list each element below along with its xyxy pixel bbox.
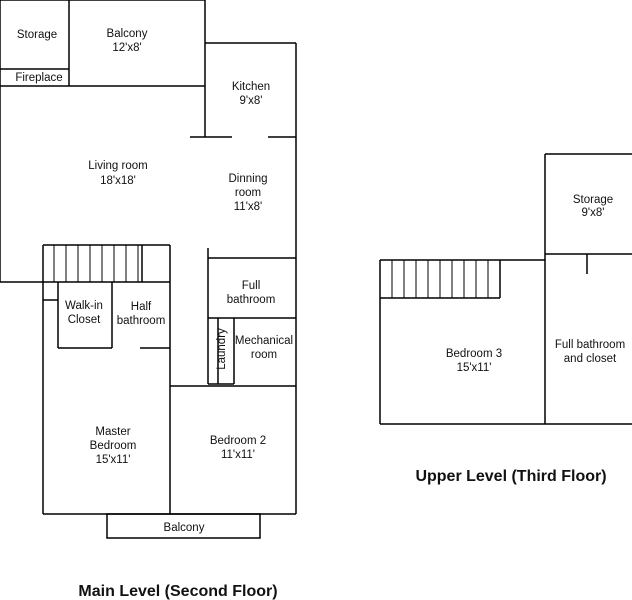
- main-level-caption: Main Level (Second Floor): [78, 583, 277, 600]
- stair-treads-upper: [391, 260, 489, 298]
- room-balcony-bottom-label: Balcony: [164, 522, 205, 534]
- room-upper-storage-size: 9'x8': [582, 207, 605, 219]
- room-half-bath-label-1: Half: [131, 301, 152, 313]
- room-master-label-2: Bedroom: [90, 440, 137, 452]
- room-balcony-top-label: Balcony: [107, 28, 148, 40]
- room-living-size: 18'x18': [100, 175, 136, 187]
- upper-level-caption: Upper Level (Third Floor): [415, 468, 606, 485]
- room-full-bath-label-2: bathroom: [227, 294, 276, 306]
- room-bedroom2-label: Bedroom 2: [210, 435, 266, 447]
- stair-treads-main: [53, 245, 139, 282]
- room-walkin-label-1: Walk-in: [65, 300, 103, 312]
- room-storage-label: Storage: [17, 29, 57, 41]
- room-half-bath-label-2: bathroom: [117, 315, 166, 327]
- room-master-size: 15'x11': [96, 454, 131, 466]
- room-dining-label-1: Dinning: [229, 173, 268, 185]
- room-mechanical-label-2: room: [251, 349, 277, 361]
- room-mechanical-label-1: Mechanical: [235, 335, 293, 347]
- room-bedroom2-size: 11'x11': [221, 449, 255, 461]
- room-kitchen-size: 9'x8': [240, 95, 263, 107]
- room-dining-size: 11'x8': [234, 201, 262, 213]
- room-dining-label-2: room: [235, 187, 261, 199]
- room-laundry-label: Laundry: [216, 328, 228, 370]
- room-upper-full-bath-label-2: and closet: [564, 353, 617, 365]
- room-balcony-top-size: 12'x8': [112, 42, 141, 54]
- room-walkin-label-2: Closet: [68, 314, 101, 326]
- room-upper-full-bath-label-1: Full bathroom: [555, 339, 625, 351]
- room-upper-storage-label: Storage: [573, 194, 613, 206]
- room-full-bath-label-1: Full: [242, 280, 261, 292]
- room-bedroom3-label: Bedroom 3: [446, 348, 502, 360]
- room-master-label-1: Master: [95, 426, 130, 438]
- room-fireplace-label: Fireplace: [15, 72, 62, 84]
- room-kitchen-label: Kitchen: [232, 81, 270, 93]
- room-bedroom3-size: 15'x11': [457, 362, 492, 374]
- room-living-label: Living room: [88, 160, 147, 172]
- walls-main-level: [0, 0, 297, 539]
